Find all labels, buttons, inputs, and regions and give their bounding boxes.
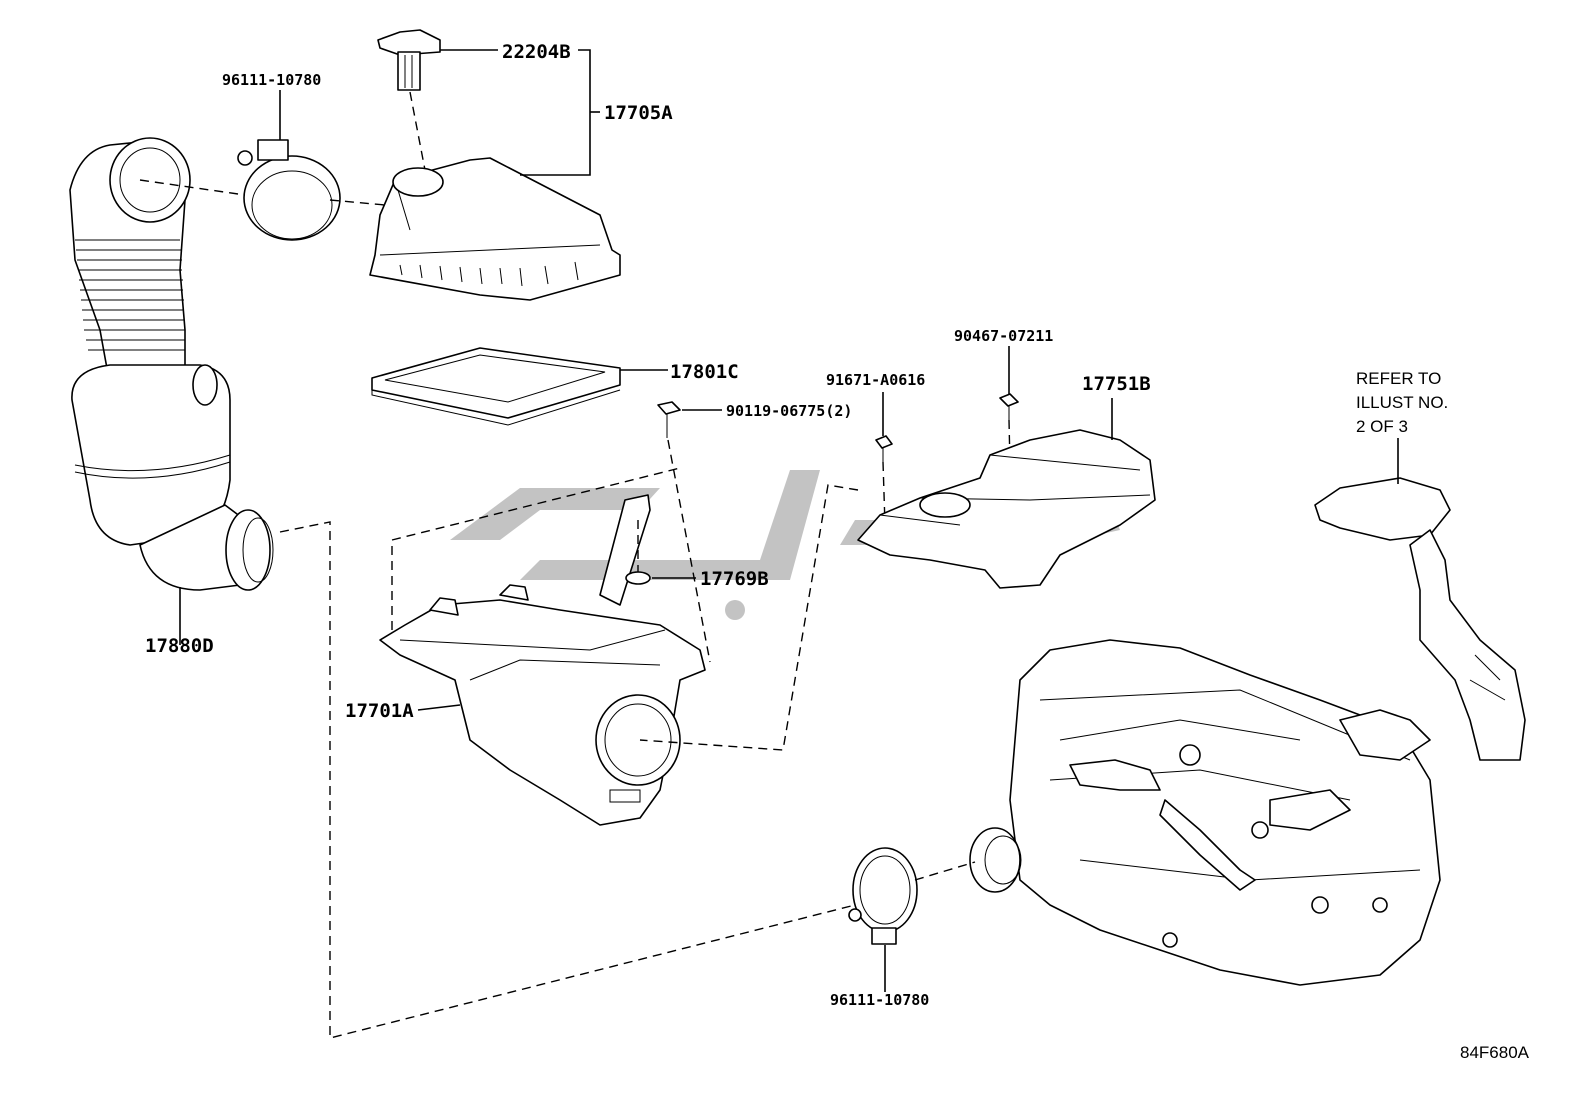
hose-clamp-bottom [848, 847, 918, 945]
refer-note-line2: ILLUST NO. [1356, 393, 1448, 412]
wire-harness-connector [1314, 477, 1526, 761]
inlet-duct-17751b [857, 429, 1156, 589]
label-91671: 91671-A0616 [826, 371, 925, 389]
intake-hose-17880d [69, 137, 274, 591]
label-17701a: 17701A [345, 700, 414, 722]
hose-bellows [75, 239, 185, 351]
dash-duct-case [639, 484, 859, 751]
bolt-90467 [999, 393, 1019, 420]
dash-hose-clamp [139, 179, 246, 196]
bolt-90119 [657, 401, 681, 438]
label-17801c: 17801C [670, 361, 739, 383]
air-cleaner-cover-17705a [369, 157, 621, 301]
throttle-body-assembly [969, 639, 1441, 986]
label-96111-top: 96111-10780 [222, 71, 321, 89]
air-flow-meter-22204b [377, 29, 441, 91]
label-90467: 90467-07211 [954, 327, 1053, 345]
refer-note-line1: REFER TO [1356, 369, 1441, 388]
label-17769b: 17769B [700, 568, 769, 590]
dash-case-upper [391, 467, 681, 630]
label-96111-bottom: 96111-10780 [830, 991, 929, 1009]
dash-meter-cover [409, 91, 426, 171]
refer-note-line3: 2 OF 3 [1356, 417, 1408, 436]
label-17705a: 17705A [604, 102, 673, 124]
hose-clamp-top [237, 139, 341, 241]
label-22204b: 22204B [502, 41, 571, 63]
leader-17705a-bracket [520, 49, 591, 176]
label-90119: 90119-06775(2) [726, 402, 852, 420]
air-cleaner-case-17701a [379, 494, 706, 826]
dash-clamp-cover [329, 199, 386, 206]
dash-clamp-throttle [914, 861, 976, 881]
illustration-code: 84F680A [1460, 1043, 1530, 1062]
grommet-17769b [625, 571, 651, 585]
leader-17701a [417, 704, 461, 711]
label-17880d: 17880D [145, 635, 214, 657]
filter-element-17801c [371, 347, 621, 426]
label-17751b: 17751B [1082, 373, 1151, 395]
dash-bolt-case [667, 439, 711, 663]
bolt-91671 [875, 435, 893, 462]
dash-hose-throttle [279, 521, 856, 1039]
